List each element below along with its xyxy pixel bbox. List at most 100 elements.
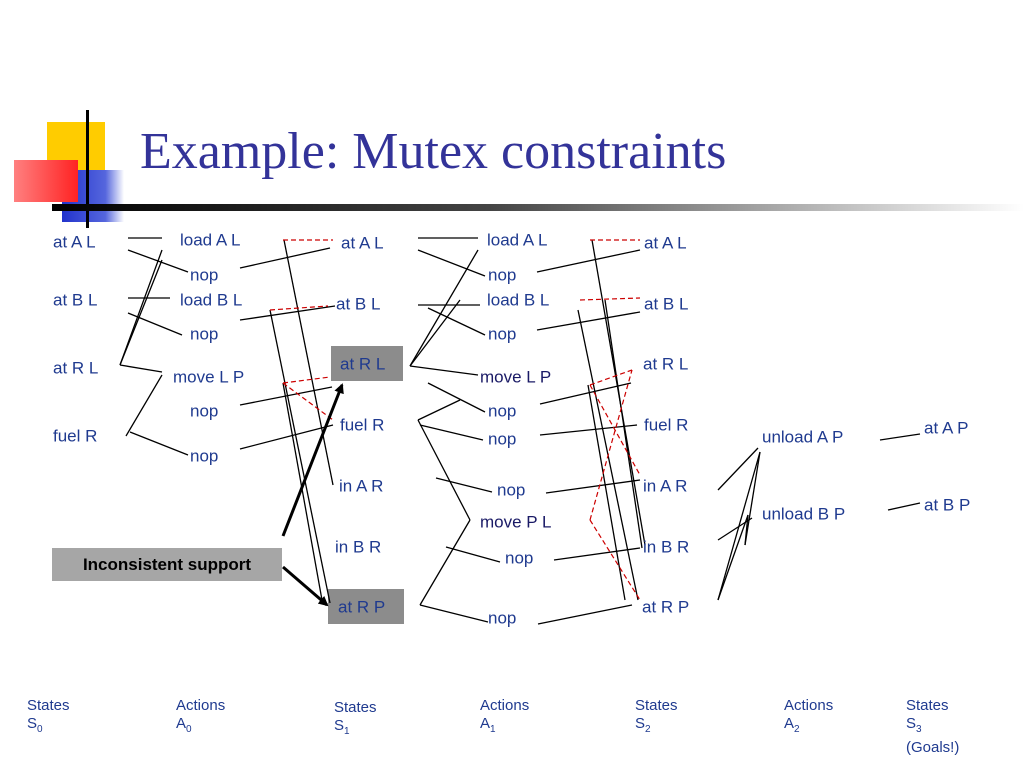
a2-label: unload B P	[762, 504, 846, 524]
a0-label: nop	[190, 446, 219, 466]
s2-label: at R P	[642, 597, 690, 617]
a1-label: nop	[488, 429, 517, 449]
a1-label: nop	[488, 265, 517, 285]
graph-edge	[419, 604, 489, 623]
mutex-edge	[589, 384, 641, 476]
graph-edge	[744, 514, 749, 546]
graph-edge	[239, 424, 334, 450]
graph-edge	[119, 259, 163, 366]
graph-edge	[887, 502, 921, 511]
graph-edge	[717, 514, 749, 601]
a1-label: load A L	[487, 230, 548, 250]
s2-label: at R L	[643, 354, 689, 374]
a0-label: load A L	[180, 230, 241, 250]
logo-red-square	[14, 160, 78, 202]
graph-edge	[587, 384, 626, 601]
s1-label: in B R	[335, 537, 382, 557]
graph-edge	[239, 247, 331, 269]
support-arrow	[281, 383, 344, 537]
mutex-edge	[269, 305, 329, 311]
graph-edge	[536, 311, 641, 331]
highlight-at-r-l	[331, 346, 403, 381]
graph-edge	[604, 299, 643, 549]
s2-label: at A L	[644, 233, 687, 253]
a1-label: move P L	[480, 512, 552, 532]
a1-label: nop	[497, 480, 526, 500]
graph-edge	[125, 374, 163, 437]
graph-edge	[539, 382, 632, 405]
highlight-at-r-p	[328, 589, 404, 624]
graph-edge	[717, 517, 753, 541]
graph-edge	[427, 307, 486, 336]
mutex-edge	[282, 382, 334, 421]
s1-label: at B L	[336, 294, 381, 314]
graph-edge	[409, 299, 461, 367]
a1-label: nop	[488, 401, 517, 421]
graph-edge	[269, 309, 331, 604]
mutex-edge	[579, 297, 641, 301]
s1-label: in A R	[339, 476, 384, 496]
s2-label: fuel R	[644, 415, 689, 435]
graph-edge	[545, 479, 641, 494]
a0-label: load B L	[180, 290, 243, 310]
graph-edge	[879, 433, 921, 441]
inconsistent-support-callout: Inconsistent support	[52, 548, 282, 581]
graph-edge	[417, 249, 486, 277]
graph-edge	[539, 424, 638, 436]
graph-edge	[127, 312, 183, 336]
logo-vertical-bar	[86, 110, 89, 228]
graph-edge	[419, 424, 484, 441]
graph-edge	[717, 447, 759, 491]
graph-edge	[537, 604, 633, 625]
title-underline	[52, 204, 1024, 211]
a1-label: nop	[488, 608, 517, 628]
graph-edge	[536, 249, 641, 273]
page-title: Example: Mutex constraints	[140, 123, 727, 180]
s0-label: at B L	[53, 290, 98, 310]
a0-label: nop	[190, 324, 219, 344]
s3-label: at A P	[924, 418, 969, 438]
graph-edge	[419, 519, 471, 606]
mutex-edge	[589, 369, 633, 521]
s0-label: at R L	[53, 358, 99, 378]
s1-label: fuel R	[340, 415, 385, 435]
mutex-edge	[589, 519, 641, 601]
support-arrow	[282, 565, 329, 607]
s2-label: in A R	[643, 476, 688, 496]
graph-edge	[553, 547, 641, 561]
s2-label: in B R	[643, 537, 690, 557]
graph-edge	[417, 399, 461, 421]
a1-label: nop	[488, 324, 517, 344]
a0-label: nop	[190, 265, 219, 285]
graph-edge	[129, 431, 189, 456]
graph-edge	[409, 249, 479, 367]
s3-label: at B P	[924, 495, 971, 515]
s0-label: at A L	[53, 232, 96, 252]
graph-edge	[417, 419, 471, 521]
a2-label: unload A P	[762, 427, 844, 447]
a0-label: nop	[190, 401, 219, 421]
s1-label: at A L	[341, 233, 384, 253]
graph-edge	[744, 451, 761, 546]
graph-edge	[427, 382, 486, 413]
graph-edge	[282, 382, 323, 601]
graph-edge	[239, 386, 333, 406]
graph-edge	[435, 477, 493, 493]
graph-edge	[409, 365, 479, 376]
graph-edge	[119, 364, 163, 373]
graph-edge	[445, 546, 501, 563]
mutex-edge	[282, 376, 331, 384]
a1-label: nop	[505, 548, 534, 568]
a0-label: move L P	[173, 367, 245, 387]
graph-edge	[283, 239, 334, 486]
mutex-edge	[589, 369, 633, 386]
